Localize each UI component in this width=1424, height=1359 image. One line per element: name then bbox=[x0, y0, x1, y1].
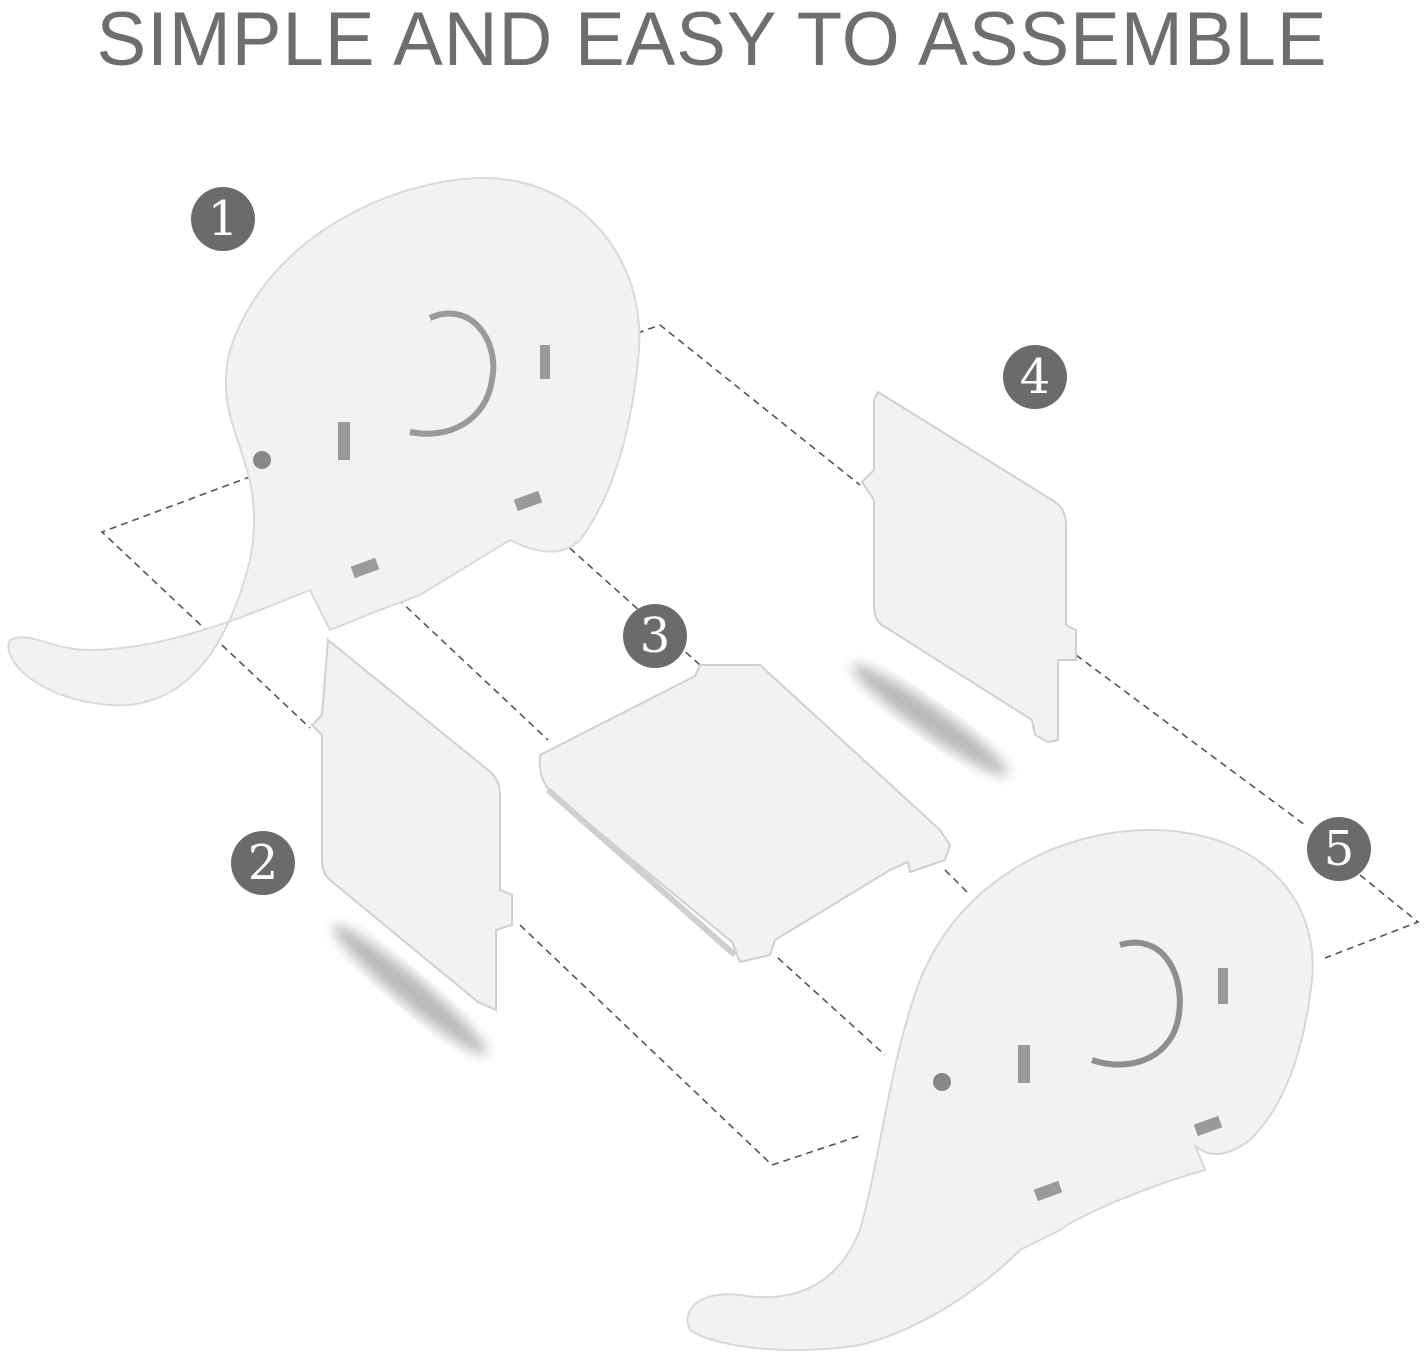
part-5-elephant-right bbox=[686, 828, 1314, 1351]
part-number: 2 bbox=[247, 835, 279, 891]
part-3-base-platform bbox=[538, 664, 952, 964]
part-badge-1: 1 bbox=[191, 187, 255, 251]
part-number: 1 bbox=[207, 191, 239, 247]
part-badge-5: 5 bbox=[1307, 817, 1371, 881]
part-number: 3 bbox=[639, 608, 671, 664]
part-badge-2: 2 bbox=[231, 831, 295, 895]
part-2-front-panel bbox=[310, 638, 513, 1056]
part-1-elephant-left bbox=[7, 176, 641, 707]
part-number: 5 bbox=[1323, 821, 1355, 877]
page-title: SIMPLE AND EASY TO ASSEMBLE bbox=[96, 0, 1328, 82]
part-badge-3: 3 bbox=[623, 604, 687, 668]
part-badge-4: 4 bbox=[1003, 345, 1067, 409]
part-number: 4 bbox=[1019, 349, 1051, 405]
part-4-rear-panel bbox=[851, 390, 1077, 776]
